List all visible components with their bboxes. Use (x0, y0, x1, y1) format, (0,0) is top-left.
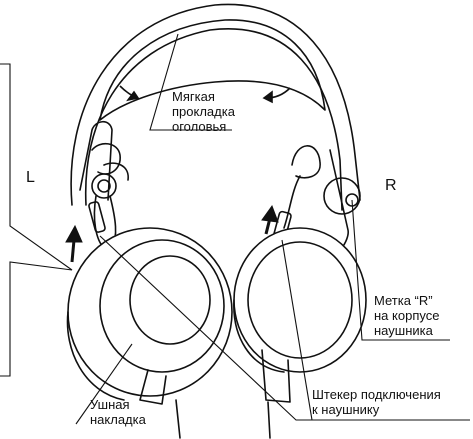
plug-label-line1: Штекер подключения (312, 388, 441, 402)
r-mark-label-line2: на корпусе (374, 309, 439, 323)
left-yoke (80, 122, 112, 200)
headband-pad-label-line1: Мягкая (172, 90, 215, 104)
left-pivot (92, 174, 116, 198)
ear-pad-label-line1: Ушная (90, 398, 130, 412)
ear-pad-label-line2: накладка (90, 413, 146, 427)
headband-pad-label-line2: прокладка (172, 105, 235, 119)
plug-label-line2: к наушнику (312, 403, 379, 417)
up-arrow-icon (72, 240, 74, 262)
r-mark-label-line1: Метка “R” (374, 294, 433, 308)
right-side-label: R (385, 178, 397, 194)
headband-pad-label-line3: оголовья (172, 120, 226, 134)
r-mark-label-line3: наушника (374, 324, 433, 338)
left-side-label: L (26, 170, 35, 186)
